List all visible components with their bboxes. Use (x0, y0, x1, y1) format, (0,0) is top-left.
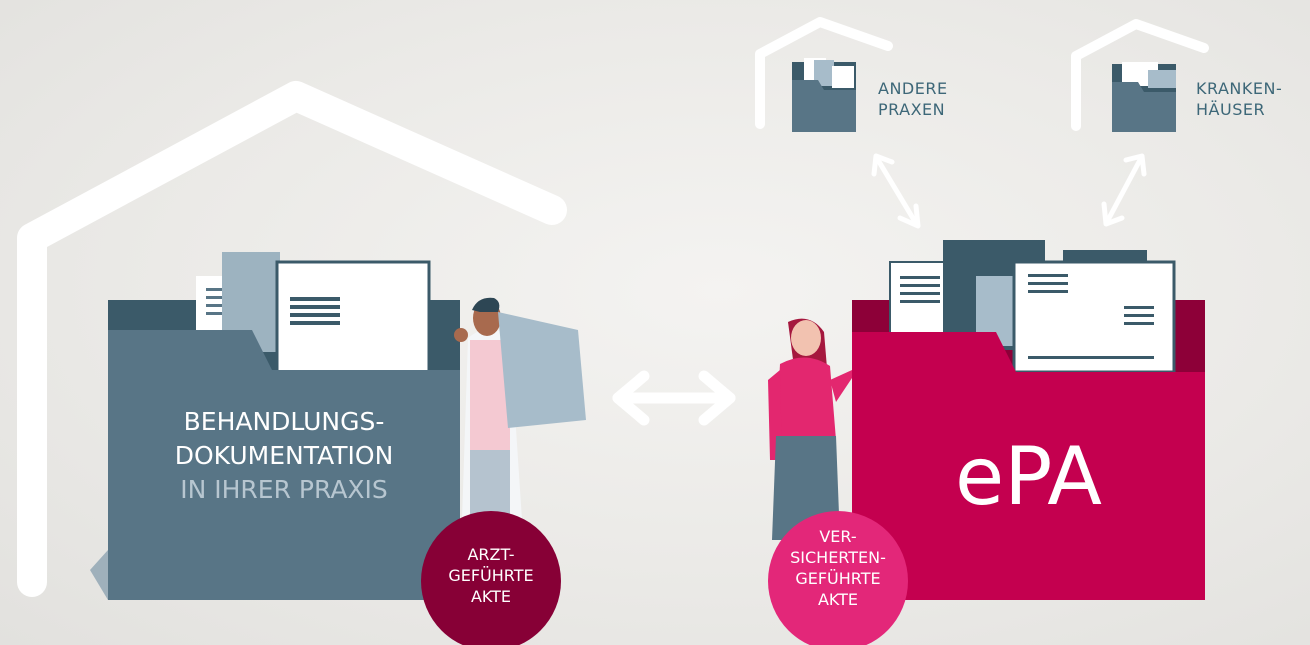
other-practices-arrow-icon (871, 153, 921, 229)
hospitals-label: KRANKEN- HÄUSER (1196, 78, 1282, 120)
doctor-figure (454, 297, 586, 540)
practice-folder-title: BEHANDLUNGS- DOKUMENTATION IN IHRER PRAX… (108, 405, 460, 507)
hospitals-house (1071, 19, 1209, 132)
doctor-badge-label: ARZT- GEFÜHRTE AKTE (431, 544, 551, 607)
doctor-badge-line2: GEFÜHRTE (448, 566, 534, 585)
practice-title-line2: DOKUMENTATION (174, 441, 394, 470)
practice-title-line3: IN IHRER PRAXIS (180, 475, 388, 504)
patient-badge-line4: AKTE (817, 590, 859, 609)
patient-badge-line2: SICHERTEN- (790, 548, 886, 567)
other-practices-line1: ANDERE (878, 79, 948, 98)
exchange-arrow-icon (612, 370, 736, 426)
doctor-badge-line3: AKTE (470, 587, 512, 606)
epa-folder (852, 240, 1205, 600)
other-practices-house (755, 17, 893, 132)
other-practices-line2: PRAXEN (878, 100, 946, 119)
doctor-record-badge (421, 511, 561, 645)
practice-folder (90, 252, 460, 600)
epa-label: ePA (954, 430, 1103, 523)
patient-badge-line1: VER- (819, 527, 857, 546)
patient-figure (768, 318, 852, 540)
patient-record-badge (768, 511, 908, 645)
patient-badge-line3: GEFÜHRTE (795, 569, 881, 588)
hospitals-arrow-icon (1101, 153, 1147, 227)
hospitals-line1: KRANKEN- (1196, 79, 1283, 98)
patient-badge-label: VER- SICHERTEN- GEFÜHRTE AKTE (768, 526, 908, 610)
other-practices-label: ANDERE PRAXEN (878, 78, 948, 120)
practice-house-outline (17, 81, 567, 597)
practice-title-line1: BEHANDLUNGS- (183, 407, 385, 436)
doctor-badge-line1: ARZT- (467, 545, 515, 564)
hospitals-line2: HÄUSER (1196, 100, 1266, 119)
